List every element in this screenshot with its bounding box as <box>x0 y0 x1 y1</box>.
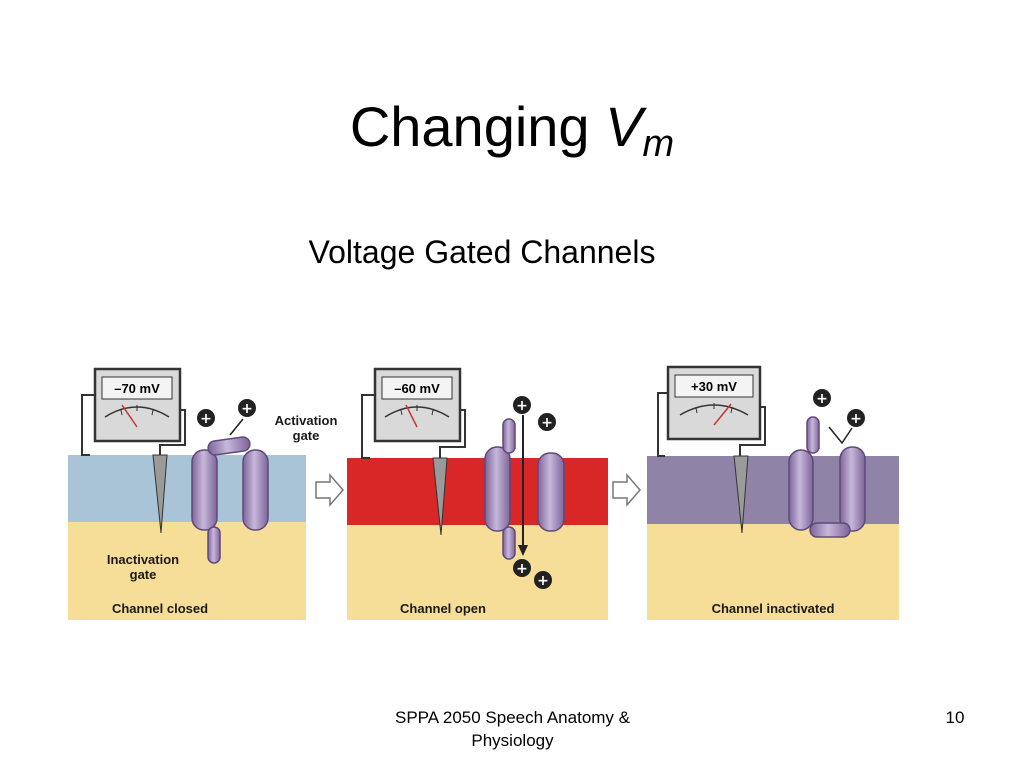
ion <box>534 571 552 589</box>
right-arrow-icon <box>612 472 641 508</box>
intracellular-region <box>68 522 306 620</box>
electrode <box>152 454 168 534</box>
meter-needle <box>713 403 732 426</box>
right-arrow-icon <box>315 472 344 508</box>
svg-text:+: + <box>537 573 549 589</box>
electrode-wire <box>739 406 766 456</box>
meter-wire <box>81 394 95 456</box>
inactivation-gate-label: Inactivation <box>107 552 179 567</box>
panel-caption: Channel inactivated <box>712 601 835 616</box>
channel-subunit-right <box>537 452 565 532</box>
channel-subunit-left <box>788 449 814 531</box>
panel-caption: Channel open <box>400 601 486 616</box>
intracellular-region <box>347 525 608 620</box>
slide-footer: SPPA 2050 Speech Anatomy & Physiology <box>394 708 630 750</box>
ion <box>513 396 531 414</box>
meter-wire <box>657 392 668 457</box>
channel-subunit-right <box>839 446 866 532</box>
ion <box>538 413 556 431</box>
svg-text:+: + <box>516 398 528 414</box>
activation-gate <box>502 418 516 454</box>
meter-reading: –60 mV <box>394 381 440 396</box>
title-variable: V <box>605 95 643 158</box>
inactivation-gate <box>502 526 516 560</box>
svg-text:+: + <box>516 561 528 577</box>
meter-reading: +30 mV <box>691 379 737 394</box>
title-main-text: Changing <box>349 95 606 158</box>
title-subscript: m <box>642 123 675 165</box>
extracellular-region <box>347 458 608 525</box>
electrode <box>733 455 749 534</box>
inactivation-gate <box>207 526 221 564</box>
electrode-wire <box>439 409 466 458</box>
channel-subunit-left <box>484 446 511 532</box>
ion <box>513 559 531 577</box>
activation-gate-label: gate <box>293 428 320 443</box>
meter-needle <box>121 404 138 428</box>
meter-wire <box>361 394 375 459</box>
ion <box>238 399 256 417</box>
activation-gate <box>207 436 251 456</box>
activation-gate <box>806 416 820 454</box>
svg-text:+: + <box>541 415 553 431</box>
svg-text:+: + <box>200 411 212 427</box>
slide-number: 10 <box>945 708 965 727</box>
electrode <box>432 457 448 536</box>
slide-subtitle: Voltage Gated Channels <box>308 234 656 270</box>
meter-reading: –70 mV <box>114 381 160 396</box>
meter-needle <box>405 404 418 428</box>
activation-gate-label: Activation <box>275 413 338 428</box>
ion <box>197 409 215 427</box>
channel-subunit-right <box>242 449 269 531</box>
svg-text:+: + <box>241 401 253 417</box>
panel-caption: Channel closed <box>112 601 208 616</box>
extracellular-region <box>68 455 306 522</box>
panel-channel-closed: –70 mV + + Activation gate Inactivation … <box>68 367 338 620</box>
ion <box>813 389 831 407</box>
inactivation-gate-label: gate <box>130 567 157 582</box>
electrode-wire <box>159 409 186 455</box>
panel-channel-open: –60 mV + + + + Channel open <box>347 367 608 620</box>
slide-title: Changing Vm <box>0 92 1024 179</box>
panel-channel-inactivated: +30 mV + + Channel inactivated <box>647 365 899 620</box>
svg-text:+: + <box>850 411 862 427</box>
svg-text:+: + <box>816 391 828 407</box>
ion <box>847 409 865 427</box>
channel-subunit-left <box>191 449 218 531</box>
intracellular-region <box>647 524 899 620</box>
inactivation-gate <box>809 522 851 538</box>
voltage-gated-channel-figure: –70 mV + + Activation gate Inactivation … <box>68 365 899 620</box>
